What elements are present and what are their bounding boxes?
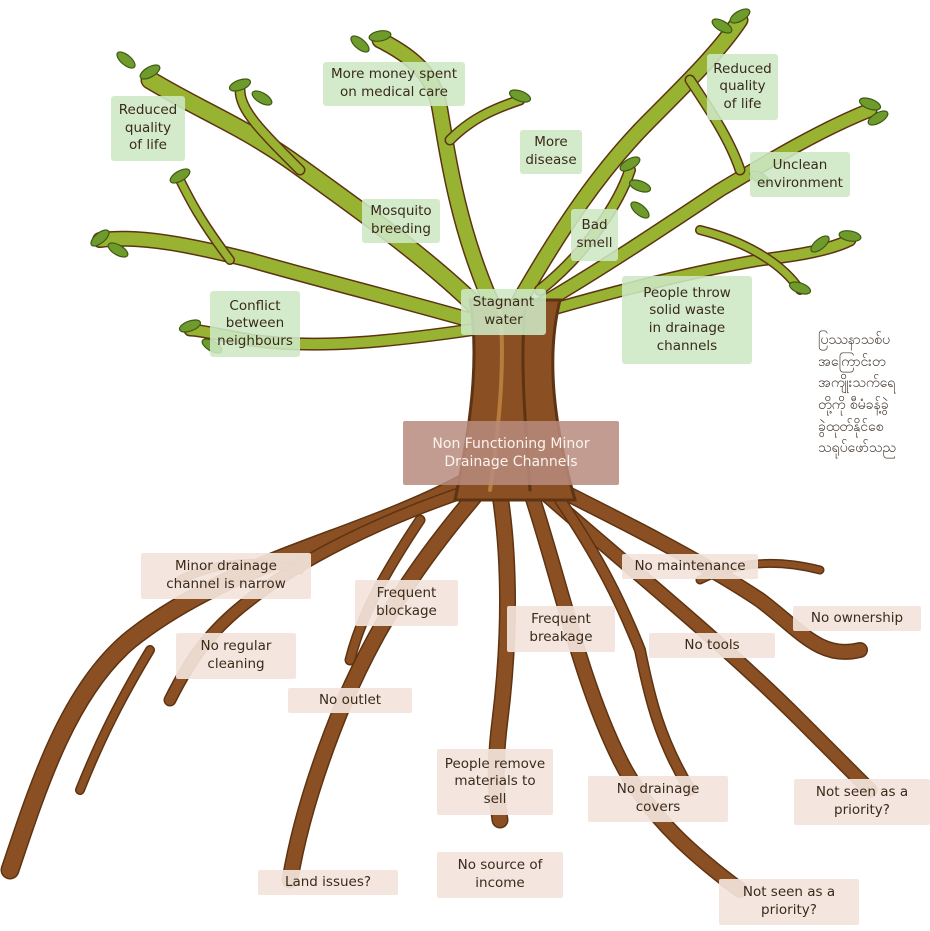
effect-label: People throw solid waste in drainage cha… bbox=[622, 276, 752, 364]
branch-stroke bbox=[176, 176, 234, 264]
cause-label: Frequent blockage bbox=[355, 580, 458, 626]
leaf bbox=[116, 51, 136, 69]
cause-label: People remove materials to sell bbox=[437, 749, 553, 815]
effect-label: More money spent on medical care bbox=[323, 62, 465, 106]
side-line: ပြဿနာသစ်ပ bbox=[818, 332, 891, 348]
root-stroke bbox=[523, 483, 747, 897]
leaf bbox=[508, 89, 532, 103]
branch-stroke bbox=[534, 104, 876, 311]
effect-label: Reduced quality of life bbox=[111, 96, 185, 161]
core-problem-label: Non Functioning Minor Drainage Channels bbox=[403, 421, 619, 485]
leaf bbox=[178, 319, 202, 333]
cause-label: Not seen as a priority? bbox=[794, 779, 930, 825]
cause-label: Land issues? bbox=[258, 870, 398, 895]
cause-label: No outlet bbox=[288, 688, 412, 713]
branch-stroke bbox=[93, 232, 477, 327]
cause-label: No tools bbox=[649, 633, 775, 658]
leaf bbox=[619, 156, 641, 172]
branch-stroke bbox=[513, 13, 747, 307]
effect-label: Conflict between neighbours bbox=[210, 291, 300, 357]
cause-label: No source of income bbox=[437, 852, 563, 898]
leaf bbox=[858, 97, 882, 111]
effect-label: Bad smell bbox=[571, 209, 618, 261]
cause-label: No maintenance bbox=[622, 554, 758, 579]
effect-label: Unclean environment bbox=[750, 152, 850, 197]
leaf bbox=[228, 78, 252, 92]
leaf bbox=[788, 281, 812, 295]
root-stroke bbox=[533, 473, 867, 659]
side-description: ပြဿနာသစ်ပ အကြောင်းတ အကျိုးသက်ရေ တို့ကို … bbox=[818, 330, 930, 460]
branch-stroke bbox=[696, 226, 804, 294]
side-line: တို့ကို စီမံခန့်ခွဲ bbox=[818, 397, 889, 414]
branch-stroke bbox=[446, 96, 524, 144]
cause-label: Not seen as a priority? bbox=[719, 879, 859, 925]
tree-branches bbox=[92, 11, 878, 351]
branch-stroke bbox=[545, 235, 855, 315]
cause-label: Minor drainage channel is narrow bbox=[141, 553, 311, 599]
tree-roots bbox=[0, 470, 878, 898]
leaf bbox=[90, 229, 110, 247]
cause-label: No drainage covers bbox=[588, 776, 728, 822]
branch-stroke bbox=[236, 86, 304, 174]
leaf bbox=[838, 230, 862, 242]
leaf bbox=[729, 8, 751, 24]
leaf bbox=[251, 90, 273, 106]
root-outline bbox=[522, 482, 748, 898]
cause-label: No regular cleaning bbox=[176, 633, 296, 679]
effect-label: Stagnant water bbox=[461, 289, 546, 335]
side-line: အကျိုးသက်ရေ bbox=[818, 375, 896, 392]
effect-label: More disease bbox=[520, 130, 582, 174]
leaf bbox=[867, 110, 889, 126]
root-stroke bbox=[76, 646, 154, 794]
root-stroke bbox=[529, 479, 876, 796]
root-stroke bbox=[555, 495, 695, 795]
side-line: အကြောင်းတ bbox=[818, 353, 886, 370]
cause-label: Frequent breakage bbox=[507, 606, 615, 652]
tree-leaves bbox=[90, 8, 889, 354]
leaf bbox=[630, 201, 650, 219]
leaf bbox=[169, 168, 191, 184]
branch-stroke bbox=[686, 76, 744, 174]
side-line: ခွဲထုတ်နိုင်စေ bbox=[818, 418, 884, 435]
leaf bbox=[711, 18, 733, 34]
effect-label: Mosquito breeding bbox=[362, 199, 440, 243]
cause-label: No ownership bbox=[793, 606, 921, 631]
leaf bbox=[139, 64, 161, 80]
leaf bbox=[350, 35, 370, 53]
effect-label: Reduced quality of life bbox=[707, 54, 778, 120]
leaf bbox=[107, 242, 129, 258]
side-line: သရုပ်ဖော်သည bbox=[818, 440, 896, 457]
leaf bbox=[628, 179, 652, 193]
leaf bbox=[810, 235, 830, 253]
leaf bbox=[368, 30, 392, 42]
